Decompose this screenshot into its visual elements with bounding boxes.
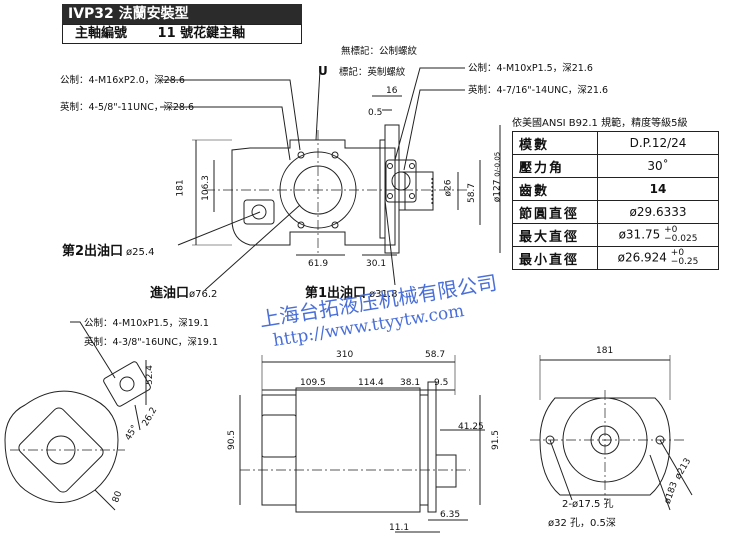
dim-58-7-side: 58.7 — [467, 182, 478, 204]
spec-value: D.P.12/24 — [597, 131, 719, 155]
legend-unmarked: 無標記：公制螺紋 — [341, 46, 418, 57]
outlet2-dia: ø25.4 — [126, 247, 155, 258]
legend-u-marked: 標記：英制螺紋 — [338, 67, 406, 78]
spline-spec-caption: 依美國ANSI B92.1 規範，精度等級5級 — [512, 118, 688, 129]
spec-key: 齒數 — [512, 177, 598, 201]
spec-key: 最大直徑 — [512, 223, 598, 247]
legend-u-prefix: U — [318, 64, 328, 78]
dim-61-9: 61.9 — [308, 259, 329, 269]
shaft-label: 主軸編號 — [75, 26, 128, 41]
inlet-dia: ø76.2 — [189, 289, 218, 300]
dim-114-4: 114.4 — [358, 378, 384, 388]
dim-16: 16 — [386, 86, 398, 96]
spec-row: 節圓直徑 ø29.6333 — [512, 200, 719, 224]
dim-d127: ø127 0/-0.05 — [492, 152, 502, 203]
spec-row: 最小直徑 ø26.924 +0 −0.25 — [512, 246, 719, 270]
dim-181-left: 181 — [175, 179, 186, 197]
outlet2-imperial-callout: 英制：4-5/8"-11UNC，深28.6 — [60, 102, 194, 113]
tol-lower: −0.25 — [670, 257, 699, 267]
tolerance: +0 −0.25 — [671, 249, 699, 267]
spec-key: 模數 — [512, 131, 598, 155]
spec-row: 模數 D.P.12/24 — [512, 131, 719, 155]
inlet-label: 進油口ø76.2 — [150, 282, 217, 301]
dim-310: 310 — [336, 350, 354, 360]
outlet1-name: 第1出油口 — [305, 286, 367, 301]
dim-58-7-top: 58.7 — [425, 350, 446, 360]
tolerance: +0 −0.025 — [664, 226, 697, 244]
shaft-number-row: 主軸編號 11 號花鍵主軸 — [62, 24, 302, 44]
tol-upper: +0 — [670, 248, 685, 258]
dim-52-4: 52.4 — [145, 364, 156, 386]
outlet2-metric-callout: 公制：4-M16xP2.0，深28.6 — [60, 75, 185, 86]
end-view-left — [4, 321, 151, 511]
dim-90-5: 90.5 — [227, 429, 238, 451]
dim-6-35: 6.35 — [440, 510, 461, 520]
counterbore-callout: ø32 孔，0.5深 — [548, 518, 616, 529]
spec-row: 齒數 14 — [512, 177, 719, 201]
dim-d26: ø26 — [443, 179, 454, 197]
spec-value: ø31.75 — [618, 227, 661, 242]
spec-value: ø26.924 — [617, 250, 667, 265]
dim-d127-tol: 0/-0.05 — [493, 151, 502, 177]
side-view-middle — [239, 355, 485, 533]
dim-181-right: 181 — [596, 346, 614, 356]
dim-41-25: 41.25 — [458, 422, 484, 432]
tol-upper: +0 — [664, 225, 678, 235]
dim-109-5: 109.5 — [300, 378, 326, 388]
shaft-value: 11 號花鍵主軸 — [157, 26, 246, 41]
dim-0-5: 0.5 — [368, 108, 383, 118]
outlet2-name: 第2出油口 — [62, 244, 124, 259]
dim-9-5: 9.5 — [434, 378, 449, 388]
inlet-name: 進油口 — [150, 286, 190, 301]
spec-row: 最大直徑 ø31.75 +0 −0.025 — [512, 223, 719, 247]
spec-value: 14 — [597, 177, 719, 201]
spec-value: 30˚ — [597, 154, 719, 178]
outlet1-metric-callout: 公制：4-M10xP1.5，深21.6 — [468, 63, 593, 74]
spec-value: ø29.6333 — [597, 200, 719, 224]
page-title: IVP32 法蘭安裝型 — [62, 4, 302, 24]
inlet-imperial-callout: 英制：4-3/8"-16UNC，深19.1 — [84, 337, 218, 348]
front-view-right — [530, 355, 693, 511]
spec-key: 壓力角 — [512, 154, 598, 178]
outlet1-imperial-callout: 英制：4-7/16"-14UNC，深21.6 — [468, 85, 609, 96]
dim-106-3: 106.3 — [200, 175, 211, 201]
outlet1-dia: ø31.8 — [369, 289, 398, 300]
spec-row: 壓力角 30˚ — [512, 154, 719, 178]
tol-lower: −0.025 — [664, 234, 698, 244]
dim-30-1: 30.1 — [366, 259, 387, 269]
spline-spec-table: 模數 D.P.12/24 壓力角 30˚ 齒數 14 節圓直徑 ø29.6333… — [512, 131, 719, 270]
spec-value-tolerance: ø26.924 +0 −0.25 — [597, 246, 719, 270]
spec-key: 節圓直徑 — [512, 200, 598, 224]
dim-38-1: 38.1 — [400, 378, 421, 388]
spec-key: 最小直徑 — [512, 246, 598, 270]
legend-u-row: U 標記：英制螺紋 — [318, 60, 405, 79]
dim-11-1: 11.1 — [389, 523, 410, 533]
top-view-pump — [160, 67, 501, 291]
spec-value-tolerance: ø31.75 +0 −0.025 — [597, 223, 719, 247]
inlet-metric-callout: 公制：4-M10xP1.5，深19.1 — [84, 318, 209, 329]
holes-callout: 2-ø17.5 孔 — [562, 499, 614, 510]
dim-d127-value: ø127 — [492, 179, 503, 203]
dim-91-5: 91.5 — [491, 429, 502, 451]
